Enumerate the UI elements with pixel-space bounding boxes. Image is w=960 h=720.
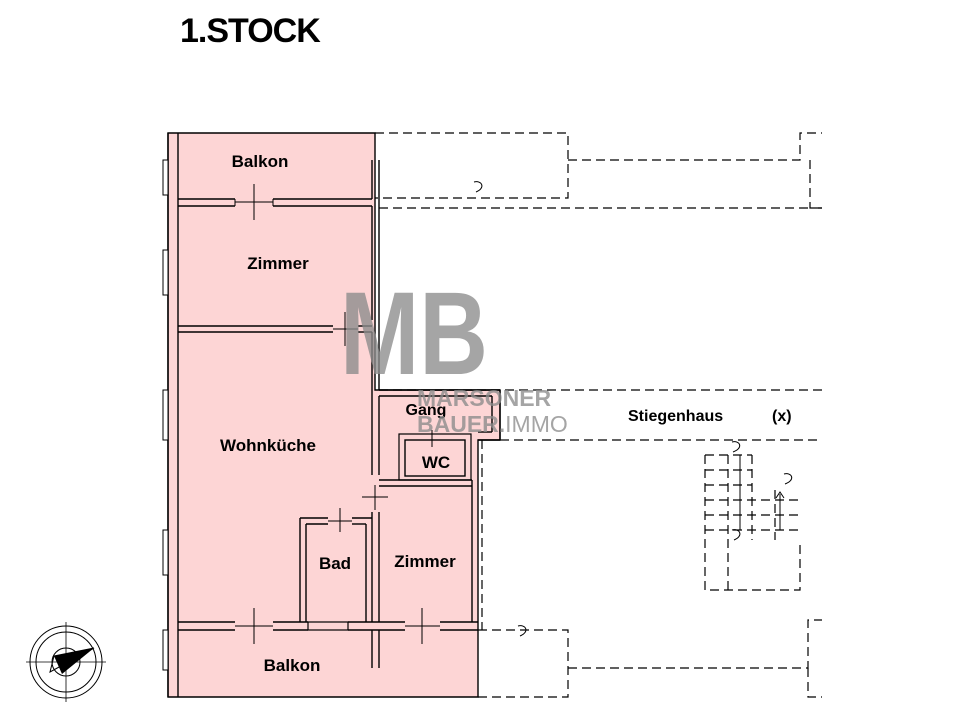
watermark-line2-thin: IMMO xyxy=(505,411,568,437)
room-balkon-bottom: Balkon xyxy=(264,656,321,675)
stairwell-marker: (x) xyxy=(772,408,792,425)
watermark-line2-bold: BAUER. xyxy=(417,411,505,437)
neighbor-outline xyxy=(375,132,822,698)
watermark-line1: MARSONER xyxy=(417,385,552,411)
staircase xyxy=(704,441,801,591)
watermark: MB MARSONER BAUER.IMMO xyxy=(340,268,568,437)
inner-right-wall xyxy=(371,160,380,390)
balcony-bottom-wall xyxy=(178,608,478,668)
room-wc: WC xyxy=(422,453,450,472)
room-bad: Bad xyxy=(319,554,351,573)
room-zimmer-top: Zimmer xyxy=(247,254,309,273)
compass-rose-icon xyxy=(26,622,106,702)
room-balkon-top: Balkon xyxy=(232,152,289,171)
watermark-line2: BAUER.IMMO xyxy=(417,411,568,437)
watermark-logo: MB xyxy=(340,268,488,400)
stairwell-label: Stiegenhaus xyxy=(628,408,723,425)
room-gang: Gang xyxy=(406,402,447,419)
floor-title: 1.STOCK xyxy=(180,12,321,50)
exterior-walls xyxy=(162,133,179,697)
bad-walls xyxy=(299,508,380,622)
room-wohnkueche: Wohnküche xyxy=(220,436,316,455)
balcony-top-wall xyxy=(178,184,372,220)
zimmer-kitchen-wall xyxy=(178,312,373,475)
room-zimmer-bottom: Zimmer xyxy=(394,552,456,571)
